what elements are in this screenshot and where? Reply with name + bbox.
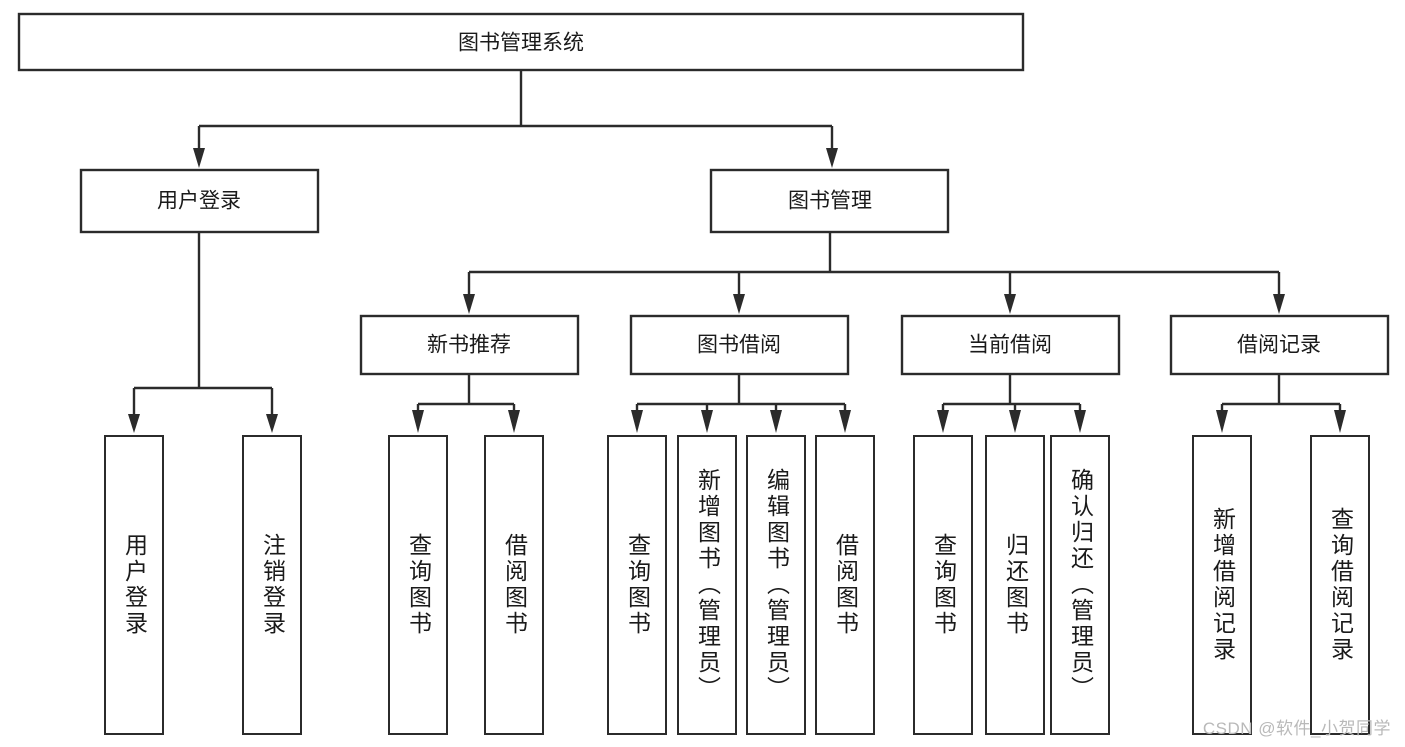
connector-borrow-record-to-leaves xyxy=(1216,374,1346,433)
leaf-node-text-wrap: 归还图书 xyxy=(987,437,1043,733)
leaf-node-text-wrap: 借阅图书 xyxy=(817,437,873,733)
arrow-head-icon xyxy=(631,410,643,433)
arrow-head-icon xyxy=(937,410,949,433)
leaf-node-label: 注销登录 xyxy=(259,533,286,637)
arrow-head-icon xyxy=(701,410,713,433)
node-label-root: 图书管理系统 xyxy=(458,32,584,55)
leaf-node-label: 查询图书 xyxy=(930,533,957,637)
node-user-login[interactable]: 用户登录 xyxy=(79,168,320,234)
node-label-borrow-record: 借阅记录 xyxy=(1237,334,1321,357)
connector-user-login-to-leaves xyxy=(128,232,278,433)
leaf-node-label: 归还图书 xyxy=(1002,533,1029,637)
node-root[interactable]: 图书管理系统 xyxy=(17,12,1025,72)
leaf-node-text-wrap: 确认归还（管理员） xyxy=(1052,437,1108,733)
arrow-head-icon xyxy=(1273,294,1285,314)
arrow-head-icon xyxy=(1216,410,1228,433)
leaf-node-box[interactable]: 用户登录 xyxy=(104,435,164,735)
leaf-node-box[interactable]: 注销登录 xyxy=(242,435,302,735)
arrow-head-icon xyxy=(508,410,520,433)
node-box-book-management[interactable] xyxy=(709,168,950,234)
node-box-borrow-record[interactable] xyxy=(1169,314,1390,376)
arrow-head-icon xyxy=(1009,410,1021,433)
leaf-node-label: 新增借阅记录 xyxy=(1209,507,1236,663)
node-label-current-borrow: 当前借阅 xyxy=(968,334,1052,357)
arrow-head-icon xyxy=(128,414,140,433)
arrow-head-icon xyxy=(193,148,205,168)
connector-root-to-level2 xyxy=(193,70,838,168)
leaf-node-box[interactable]: 查询图书 xyxy=(913,435,973,735)
arrow-head-icon xyxy=(1334,410,1346,433)
leaf-node-text-wrap: 编辑图书（管理员） xyxy=(748,437,804,733)
arrow-head-icon xyxy=(826,148,838,168)
leaf-node-label: 用户登录 xyxy=(121,533,148,637)
arrow-head-icon xyxy=(733,294,745,314)
arrow-head-icon xyxy=(1004,294,1016,314)
leaf-node-box[interactable]: 查询图书 xyxy=(388,435,448,735)
node-box-new-book-recommendation[interactable] xyxy=(359,314,580,376)
leaf-node-text-wrap: 用户登录 xyxy=(106,437,162,733)
leaf-node-box[interactable]: 借阅图书 xyxy=(815,435,875,735)
leaf-node-label: 查询图书 xyxy=(624,533,651,637)
leaf-node-text-wrap: 查询借阅记录 xyxy=(1312,437,1368,733)
leaf-node-label: 查询图书 xyxy=(405,533,432,637)
arrow-head-icon xyxy=(266,414,278,433)
leaf-node-text-wrap: 借阅图书 xyxy=(486,437,542,733)
leaf-node-box[interactable]: 借阅图书 xyxy=(484,435,544,735)
leaf-node-text-wrap: 查询图书 xyxy=(390,437,446,733)
node-current-borrow[interactable]: 当前借阅 xyxy=(900,314,1121,376)
node-new-book-recommendation[interactable]: 新书推荐 xyxy=(359,314,580,376)
leaf-node-label: 查询借阅记录 xyxy=(1327,507,1354,663)
node-book-management[interactable]: 图书管理 xyxy=(709,168,950,234)
leaf-node-box[interactable]: 新增图书（管理员） xyxy=(677,435,737,735)
node-label-book-management: 图书管理 xyxy=(788,190,872,213)
leaf-node-label: 确认归还（管理员） xyxy=(1067,468,1094,702)
node-label-user-login: 用户登录 xyxy=(157,190,241,213)
leaf-node-label: 借阅图书 xyxy=(832,533,859,637)
leaf-node-box[interactable]: 新增借阅记录 xyxy=(1192,435,1252,735)
arrow-head-icon xyxy=(463,294,475,314)
node-label-book-borrow: 图书借阅 xyxy=(697,334,781,357)
node-box-user-login[interactable] xyxy=(79,168,320,234)
leaf-node-box[interactable]: 查询图书 xyxy=(607,435,667,735)
node-borrow-record[interactable]: 借阅记录 xyxy=(1169,314,1390,376)
leaf-node-text-wrap: 查询图书 xyxy=(915,437,971,733)
leaf-node-label: 编辑图书（管理员） xyxy=(763,468,790,702)
arrow-head-icon xyxy=(839,410,851,433)
arrow-head-icon xyxy=(412,410,424,433)
node-book-borrow[interactable]: 图书借阅 xyxy=(629,314,850,376)
leaf-node-label: 借阅图书 xyxy=(501,533,528,637)
connector-current-borrow-to-leaves xyxy=(937,374,1086,433)
node-box-root[interactable] xyxy=(17,12,1025,72)
leaf-node-text-wrap: 查询图书 xyxy=(609,437,665,733)
leaf-node-box[interactable]: 编辑图书（管理员） xyxy=(746,435,806,735)
connector-book-borrow-to-leaves xyxy=(631,374,851,433)
node-label-new-book-recommendation: 新书推荐 xyxy=(427,334,511,357)
leaf-node-text-wrap: 注销登录 xyxy=(244,437,300,733)
arrow-head-icon xyxy=(770,410,782,433)
leaf-node-box[interactable]: 归还图书 xyxy=(985,435,1045,735)
node-box-book-borrow[interactable] xyxy=(629,314,850,376)
leaf-node-text-wrap: 新增图书（管理员） xyxy=(679,437,735,733)
connector-new-book-recommendation-to-leaves xyxy=(412,374,520,433)
leaf-node-label: 新增图书（管理员） xyxy=(694,468,721,702)
arrow-head-icon xyxy=(1074,410,1086,433)
leaf-node-text-wrap: 新增借阅记录 xyxy=(1194,437,1250,733)
leaf-node-box[interactable]: 确认归还（管理员） xyxy=(1050,435,1110,735)
leaf-node-box[interactable]: 查询借阅记录 xyxy=(1310,435,1370,735)
connector-book-management-to-level3 xyxy=(463,232,1285,314)
